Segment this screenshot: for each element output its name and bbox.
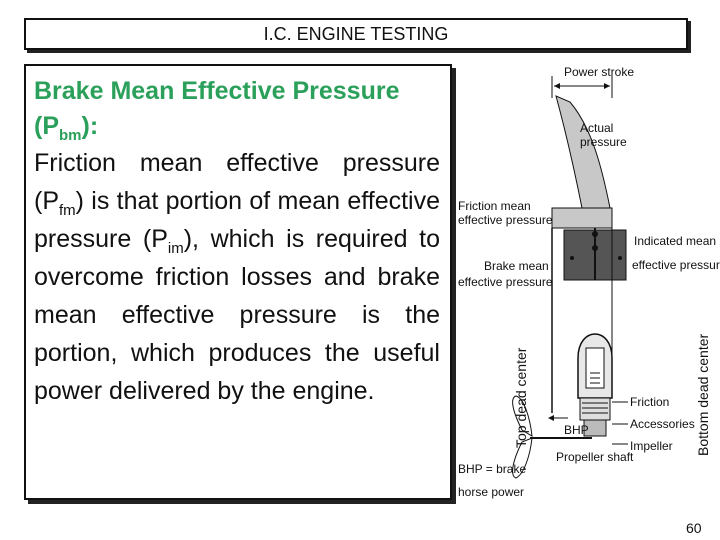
friction-mep-band [551, 207, 613, 229]
heading-subscript: bm [59, 127, 82, 144]
heading-close: ): [81, 112, 99, 140]
mep-diagram: Power stroke Actual pressure Friction me… [458, 65, 720, 499]
label-friction: Friction [630, 395, 669, 409]
label-bottom-dead-center: Bottom dead center [695, 333, 711, 456]
label-brake-mean: Brake mean [484, 259, 549, 273]
label-power-stroke: Power stroke [564, 65, 634, 79]
label-impeller: Impeller [630, 439, 673, 453]
label-friction-mep: effective pressure [458, 213, 553, 227]
body-part-3: ), which is required to overcome frictio… [34, 225, 440, 405]
slide-title: I.C. ENGINE TESTING [24, 18, 688, 50]
label-bhp-definition: BHP = brake [458, 462, 526, 476]
slide-title-text: I.C. ENGINE TESTING [263, 23, 449, 44]
label-brake-mep: effective pressure [458, 275, 553, 289]
heading-main: Brake Mean Effective Pressure [34, 77, 400, 105]
page-number: 60 [686, 520, 702, 536]
label-top-dead-center: Top dead center [513, 347, 529, 448]
body-subscript-im: im [167, 240, 184, 257]
label-bhp-definition-2: horse power [458, 485, 524, 499]
label-propeller-shaft: Propeller shaft [556, 450, 634, 464]
heading-open: (P [34, 112, 59, 140]
label-actual-pressure: pressure [580, 135, 627, 149]
label-accessories: Accessories [630, 417, 695, 431]
body-subscript-fm: fm [59, 202, 76, 219]
body-paragraph: Friction mean effective pressure (Pfm) i… [34, 144, 440, 410]
label-indicated-mep: effective pressure [632, 258, 720, 272]
body-part-1: Friction mean effective pressure (P [34, 149, 440, 215]
label-bhp: BHP [564, 423, 589, 437]
body-part-2: ) is that portion of mean effective pres… [34, 187, 440, 253]
label-indicated-mean: Indicated mean [634, 234, 716, 248]
label-friction-mean: Friction mean [458, 199, 531, 213]
section-heading: Brake Mean Effective Pressure (Pbm): [34, 74, 440, 144]
content-box: Brake Mean Effective Pressure (Pbm): Fric… [24, 64, 452, 500]
actual-pressure-curve [555, 95, 611, 209]
label-actual: Actual [580, 121, 613, 135]
